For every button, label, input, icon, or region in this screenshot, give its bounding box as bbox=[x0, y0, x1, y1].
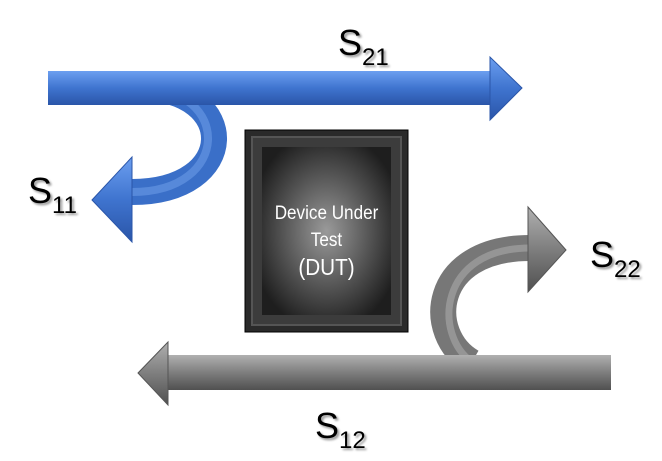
s21-main: S bbox=[338, 22, 363, 63]
s21-sub: 21 bbox=[362, 44, 389, 71]
s12-arrow bbox=[137, 340, 611, 407]
s12-sub: 12 bbox=[339, 427, 366, 454]
s22-label: S22 bbox=[590, 234, 641, 284]
s11-main: S bbox=[28, 170, 53, 211]
dut-line3: (DUT) bbox=[298, 254, 355, 280]
s11-label: S11 bbox=[28, 170, 77, 220]
s21-label: S21 bbox=[338, 22, 389, 72]
s22-sub: 22 bbox=[614, 256, 641, 283]
s21-arrow bbox=[48, 55, 523, 122]
s12-main: S bbox=[315, 405, 340, 446]
s22-arrow bbox=[430, 205, 567, 374]
dut-line2: Test bbox=[310, 230, 343, 251]
s12-label: S12 bbox=[315, 405, 366, 455]
s22-main: S bbox=[590, 234, 615, 275]
dut-box bbox=[244, 129, 409, 333]
s11-sub: 11 bbox=[52, 192, 77, 219]
dut-label: Device Under Test (DUT) bbox=[253, 200, 400, 281]
s11-arrow bbox=[91, 75, 227, 244]
dut-line1: Device Under bbox=[274, 203, 379, 224]
